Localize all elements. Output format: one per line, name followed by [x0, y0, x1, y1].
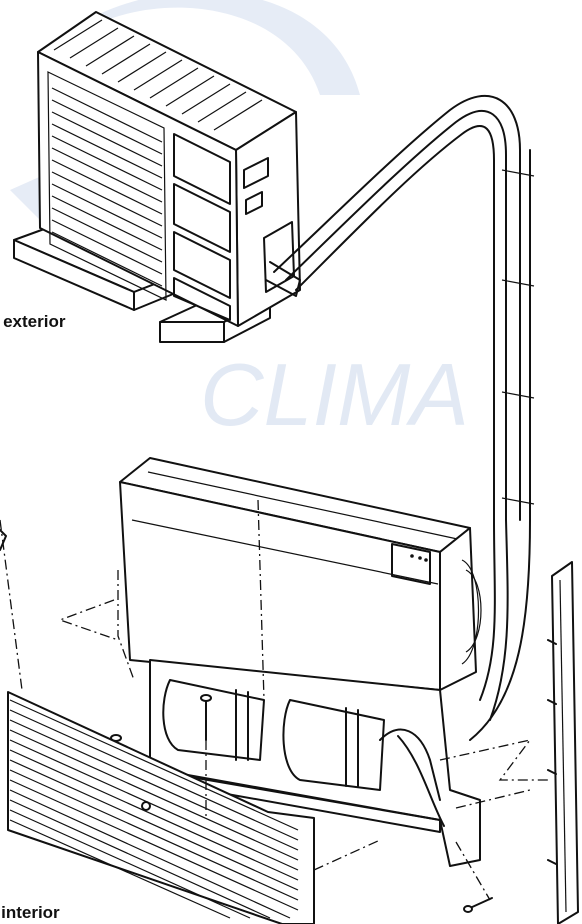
front-grille [7, 691, 315, 924]
outdoor-unit [13, 11, 301, 343]
refrigerant-pipes [273, 94, 535, 741]
interior-unit-label: d interior [0, 903, 60, 922]
exterior-unit-label: d exterior [0, 312, 66, 331]
assembly-lines [0, 499, 548, 901]
indoor-unit [0, 457, 493, 913]
side-panel [547, 561, 579, 924]
watermark-text: CLIMA [200, 345, 469, 444]
